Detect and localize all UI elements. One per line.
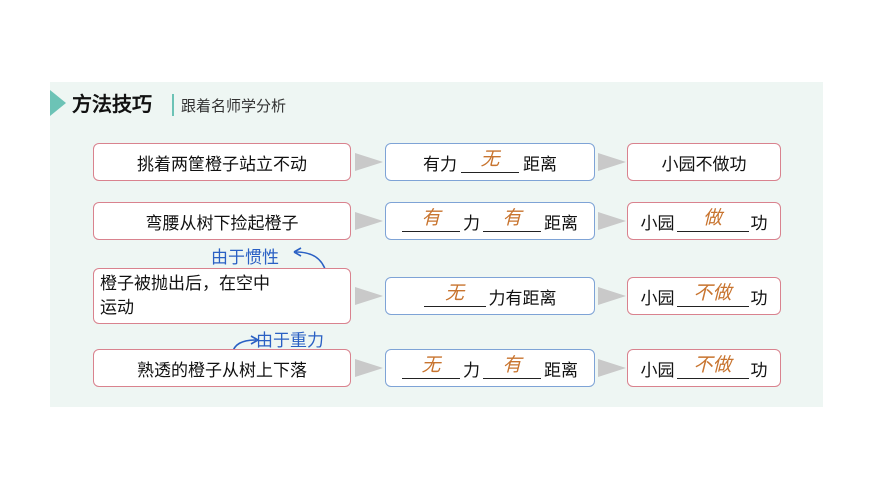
flow-arrow-icon [598,359,626,377]
flow-arrow-icon [355,153,383,171]
answer-blank: 有 [483,207,541,232]
result-suffix: 功 [750,213,768,234]
answer-text: 无 [444,281,464,304]
condition-mid: 力 [463,360,480,381]
condition-box-2: 有 力 有 距离 [385,202,595,240]
scenario-text-line-1: 橙子被抛出后，在空中 [100,274,270,294]
scenario-box-4: 熟透的橙子从树上下落 [93,349,351,387]
condition-box-1: 有力 无 距离 [385,143,595,181]
answer-blank: 无 [461,148,519,173]
header-triangle-icon [50,90,66,116]
section-title: 方法技巧 [72,92,152,116]
condition-suffix: 距离 [544,360,578,381]
answer-text: 有 [421,206,441,229]
result-box-4: 小园 不做 功 [627,349,781,387]
result-text: 小园不做功 [661,154,747,175]
scenario-box-3: 橙子被抛出后，在空中 运动 [93,268,351,324]
condition-suffix: 距离 [544,213,578,234]
result-suffix: 功 [750,288,768,309]
section-subtitle: 跟着名师学分析 [181,97,287,115]
condition-suffix: 距离 [523,154,557,175]
answer-blank: 做 [676,207,749,232]
answer-text: 无 [480,147,500,170]
flow-arrow-icon [355,212,383,230]
answer-text: 不做 [693,353,732,376]
scenario-text: 熟透的橙子从树上下落 [137,360,307,381]
answer-text: 做 [702,206,722,229]
annotation-note: 由于惯性 [211,248,279,268]
answer-text: 无 [421,353,441,376]
flow-arrow-icon [598,287,626,305]
annotation-note: 由于重力 [256,331,324,351]
result-prefix: 小园 [640,360,675,381]
scenario-text: 挑着两筐橙子站立不动 [137,154,307,175]
answer-blank: 不做 [676,354,749,379]
answer-blank: 有 [402,207,460,232]
result-prefix: 小园 [640,288,675,309]
condition-suffix: 力有距离 [488,288,557,309]
answer-text: 有 [502,353,522,376]
flow-arrow-icon [598,153,626,171]
condition-mid: 力 [463,213,480,234]
result-box-3: 小园 不做 功 [627,277,781,315]
result-suffix: 功 [750,360,768,381]
result-prefix: 小园 [640,213,675,234]
answer-blank: 无 [402,354,460,379]
flow-arrow-icon [598,212,626,230]
answer-blank: 无 [423,282,486,307]
answer-blank: 有 [483,354,541,379]
header-divider [172,94,174,116]
result-box-2: 小园 做 功 [627,202,781,240]
scenario-box-1: 挑着两筐橙子站立不动 [93,143,351,181]
answer-text: 有 [502,206,522,229]
answer-text: 不做 [693,281,732,304]
answer-blank: 不做 [676,282,749,307]
result-box-1: 小园不做功 [627,143,781,181]
scenario-text: 弯腰从树下捡起橙子 [145,213,299,234]
condition-box-3: 无 力有距离 [385,277,595,315]
scenario-text-line-2: 运动 [100,298,134,318]
condition-prefix: 有力 [423,154,457,175]
flow-arrow-icon [355,287,383,305]
condition-box-4: 无 力 有 距离 [385,349,595,387]
flow-arrow-icon [355,359,383,377]
scenario-box-2: 弯腰从树下捡起橙子 [93,202,351,240]
